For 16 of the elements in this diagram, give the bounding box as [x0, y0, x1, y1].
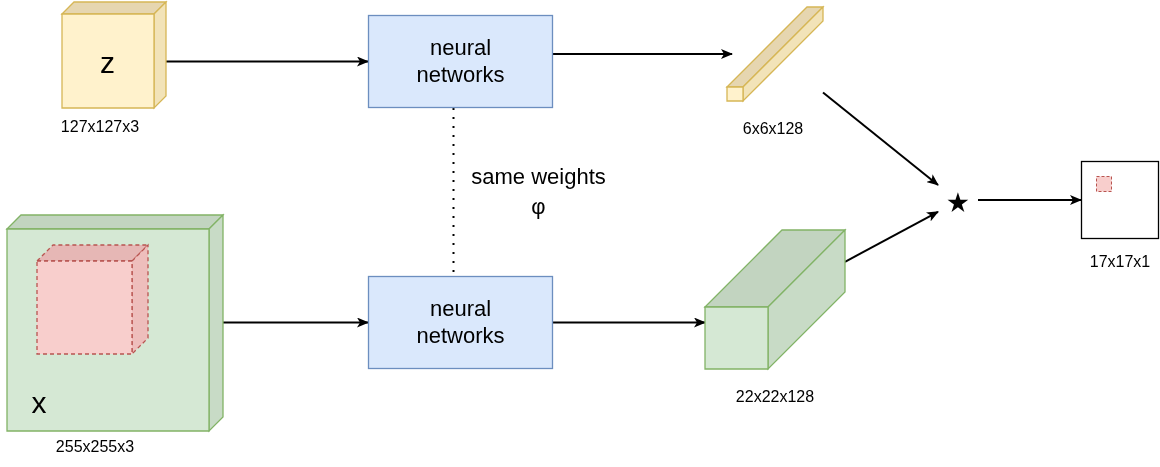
box-label: neural networks: [415, 35, 506, 88]
arrow: [822, 91, 939, 186]
cube-label: x: [31, 385, 47, 421]
arrow: [552, 49, 733, 59]
dimension-label: 22x22x128: [734, 388, 816, 406]
arrow: [165, 56, 369, 67]
dimension-label: 127x127x3: [59, 118, 141, 136]
arrow: [977, 195, 1082, 205]
arrow: [222, 317, 369, 328]
cube-label: z: [100, 45, 115, 81]
dimension-label: 255x255x3: [54, 438, 136, 456]
arrow: [552, 317, 706, 328]
box-label: neural networks: [415, 296, 506, 349]
dimension-label: 6x6x128: [741, 120, 805, 138]
operator-symbol: ⋆: [941, 169, 975, 233]
dimension-label: 17x17x1: [1088, 253, 1152, 271]
